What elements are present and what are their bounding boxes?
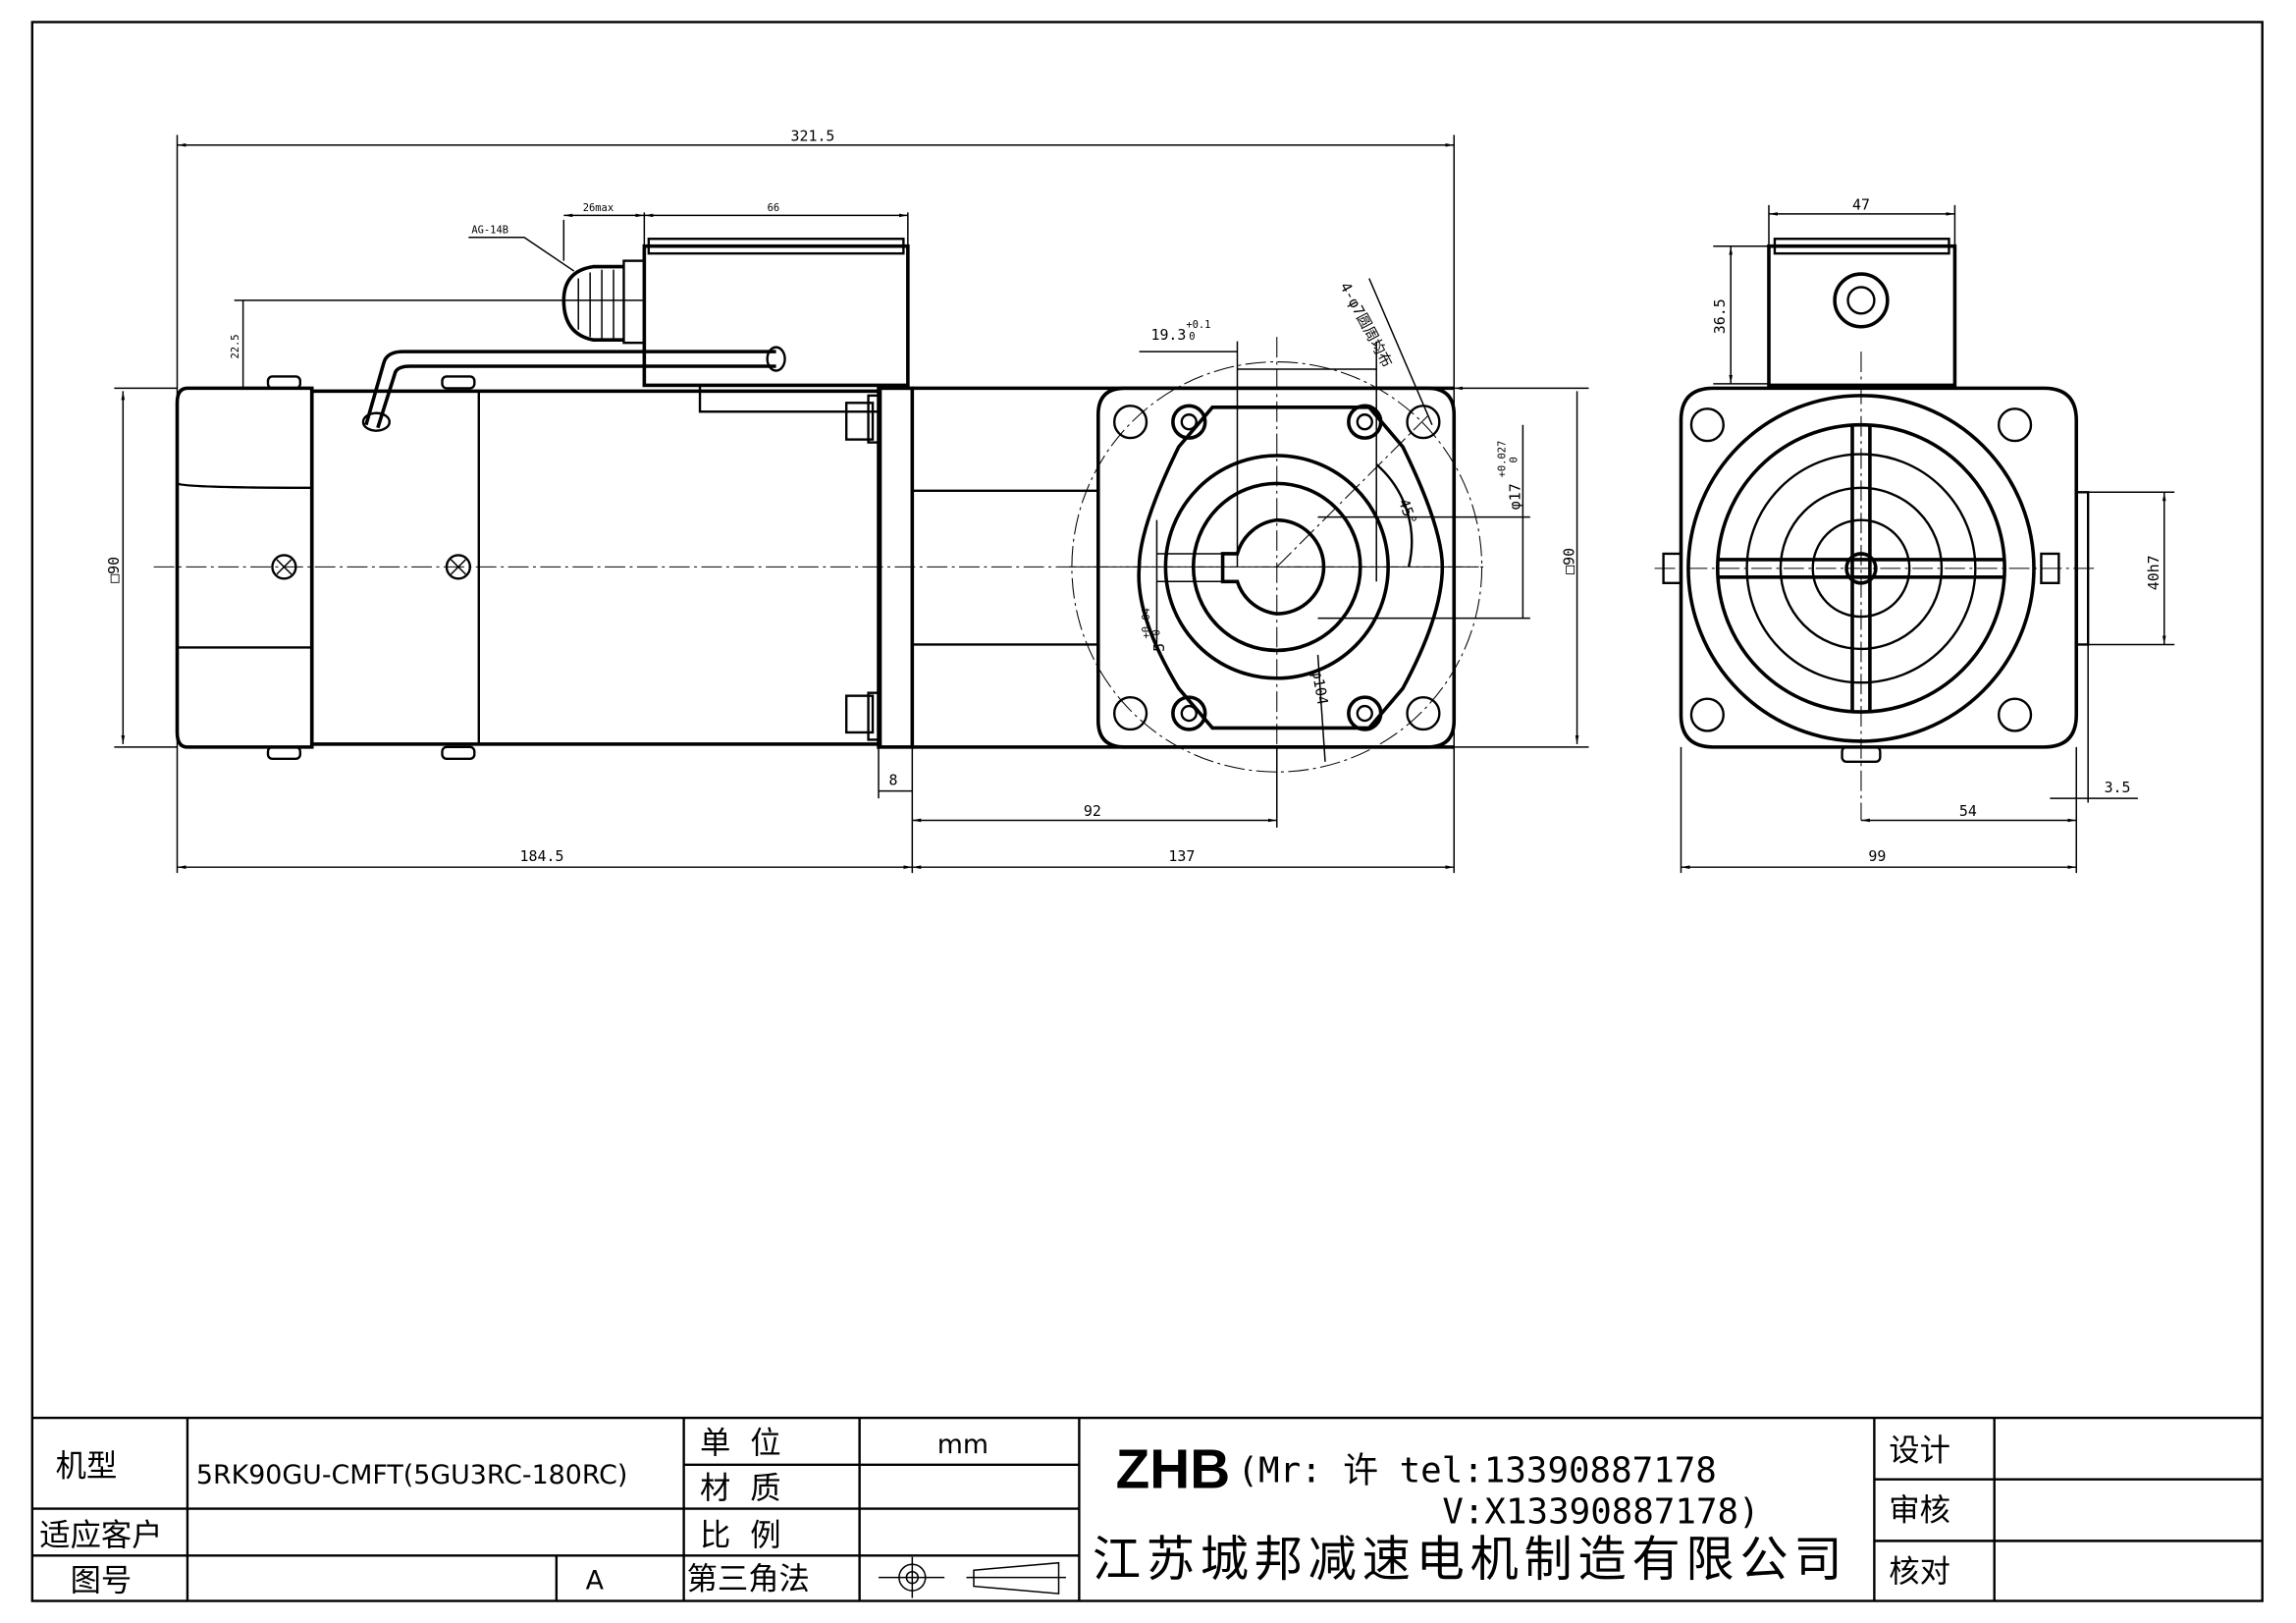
box-offset-dim: 22.5 [230, 334, 241, 358]
pilot-depth-dim: 3.5 [2105, 779, 2131, 796]
review-label: 审核 [1889, 1492, 1950, 1528]
projection-label: 第三角法 [687, 1562, 810, 1597]
bore-dim: φ17 [1506, 483, 1523, 510]
overall-length-dim: 321.5 [791, 127, 835, 144]
revision-value: A [586, 1566, 605, 1596]
title-block: 机型 5RK90GU-CMFT(5GU3RC-180RC) 适应客户 图号 A … [31, 1416, 2263, 1601]
rear-offset-dim: 54 [1959, 802, 1977, 820]
keyway-tol-lower: 0 [1189, 331, 1195, 343]
side-view [153, 238, 1479, 760]
gland-label: AG-14B [471, 224, 508, 236]
bore-tol-upper: +0.027 [1496, 441, 1508, 478]
keyway-depth-dim: 19.3 [1150, 326, 1186, 344]
third-angle-projection-icon [879, 1556, 1066, 1598]
flange-thickness-dim: 8 [888, 772, 897, 789]
scale-label: 比 例 [700, 1518, 781, 1553]
mounting-holes-dim: 4-φ7圆周均布 [1336, 279, 1396, 370]
brand-logo: ZHB [1116, 1439, 1230, 1501]
contact-line-2: V:X13390887178) [1442, 1491, 1759, 1532]
box-width-dim: 66 [768, 202, 780, 214]
shaft-offset-dim: 92 [1084, 802, 1101, 820]
mounting-holes [1112, 404, 1441, 731]
gearbox-length-dim: 137 [1168, 847, 1195, 865]
front-view: 19.3 +0.1 0 4-φ7圆周均布 φ17 +0.027 0 45° □9… [1068, 278, 1589, 821]
side-square-dim: □90 [105, 557, 123, 583]
side-dimensions: 321.5 26max 66 AG-14B 22.5 □90 8 92 184.… [105, 127, 1456, 874]
material-label: 材 质 [700, 1471, 781, 1506]
screw-icon [445, 554, 472, 580]
bore-tol-lower: 0 [1508, 457, 1520, 462]
front-square-dim: □90 [1561, 548, 1578, 574]
company-name: 江苏城邦减速电机制造有限公司 [1093, 1531, 1842, 1588]
keyway-tol-upper: +0.1 [1186, 319, 1210, 331]
drawing-border [30, 21, 2264, 1602]
drawing-no-label: 图号 [71, 1563, 133, 1598]
check-label: 核对 [1889, 1554, 1950, 1590]
unit-label: 单 位 [700, 1426, 781, 1461]
angle-dim: 45° [1395, 496, 1420, 526]
model-value: 5RK90GU-CMFT(5GU3RC-180RC) [196, 1460, 628, 1490]
unit-value: mm [937, 1430, 988, 1460]
screw-icon [271, 554, 297, 580]
key-width-dim: 5 [1150, 643, 1168, 652]
gland-max-dim: 26max [583, 202, 614, 214]
key-tol-upper: +0.04 [1141, 608, 1152, 638]
rear-width-dim: 99 [1868, 847, 1886, 865]
rear-box-width-dim: 47 [1852, 195, 1870, 213]
motor-length-dim: 184.5 [520, 847, 564, 865]
contact-line-1: (Mr: 许 tel:13390887178 [1237, 1451, 1716, 1491]
rear-view: 47 36.5 40h7 3.5 54 99 [1654, 195, 2175, 874]
key-tol-lower: 0 [1150, 629, 1162, 635]
pilot-dim: 40h7 [2145, 555, 2163, 590]
rear-box-height-dim: 36.5 [1711, 298, 1729, 334]
customer-label: 适应客户 [39, 1518, 162, 1553]
model-label: 机型 [56, 1449, 118, 1485]
design-label: 设计 [1889, 1433, 1950, 1468]
pcd-dim: φ104 [1308, 669, 1332, 707]
